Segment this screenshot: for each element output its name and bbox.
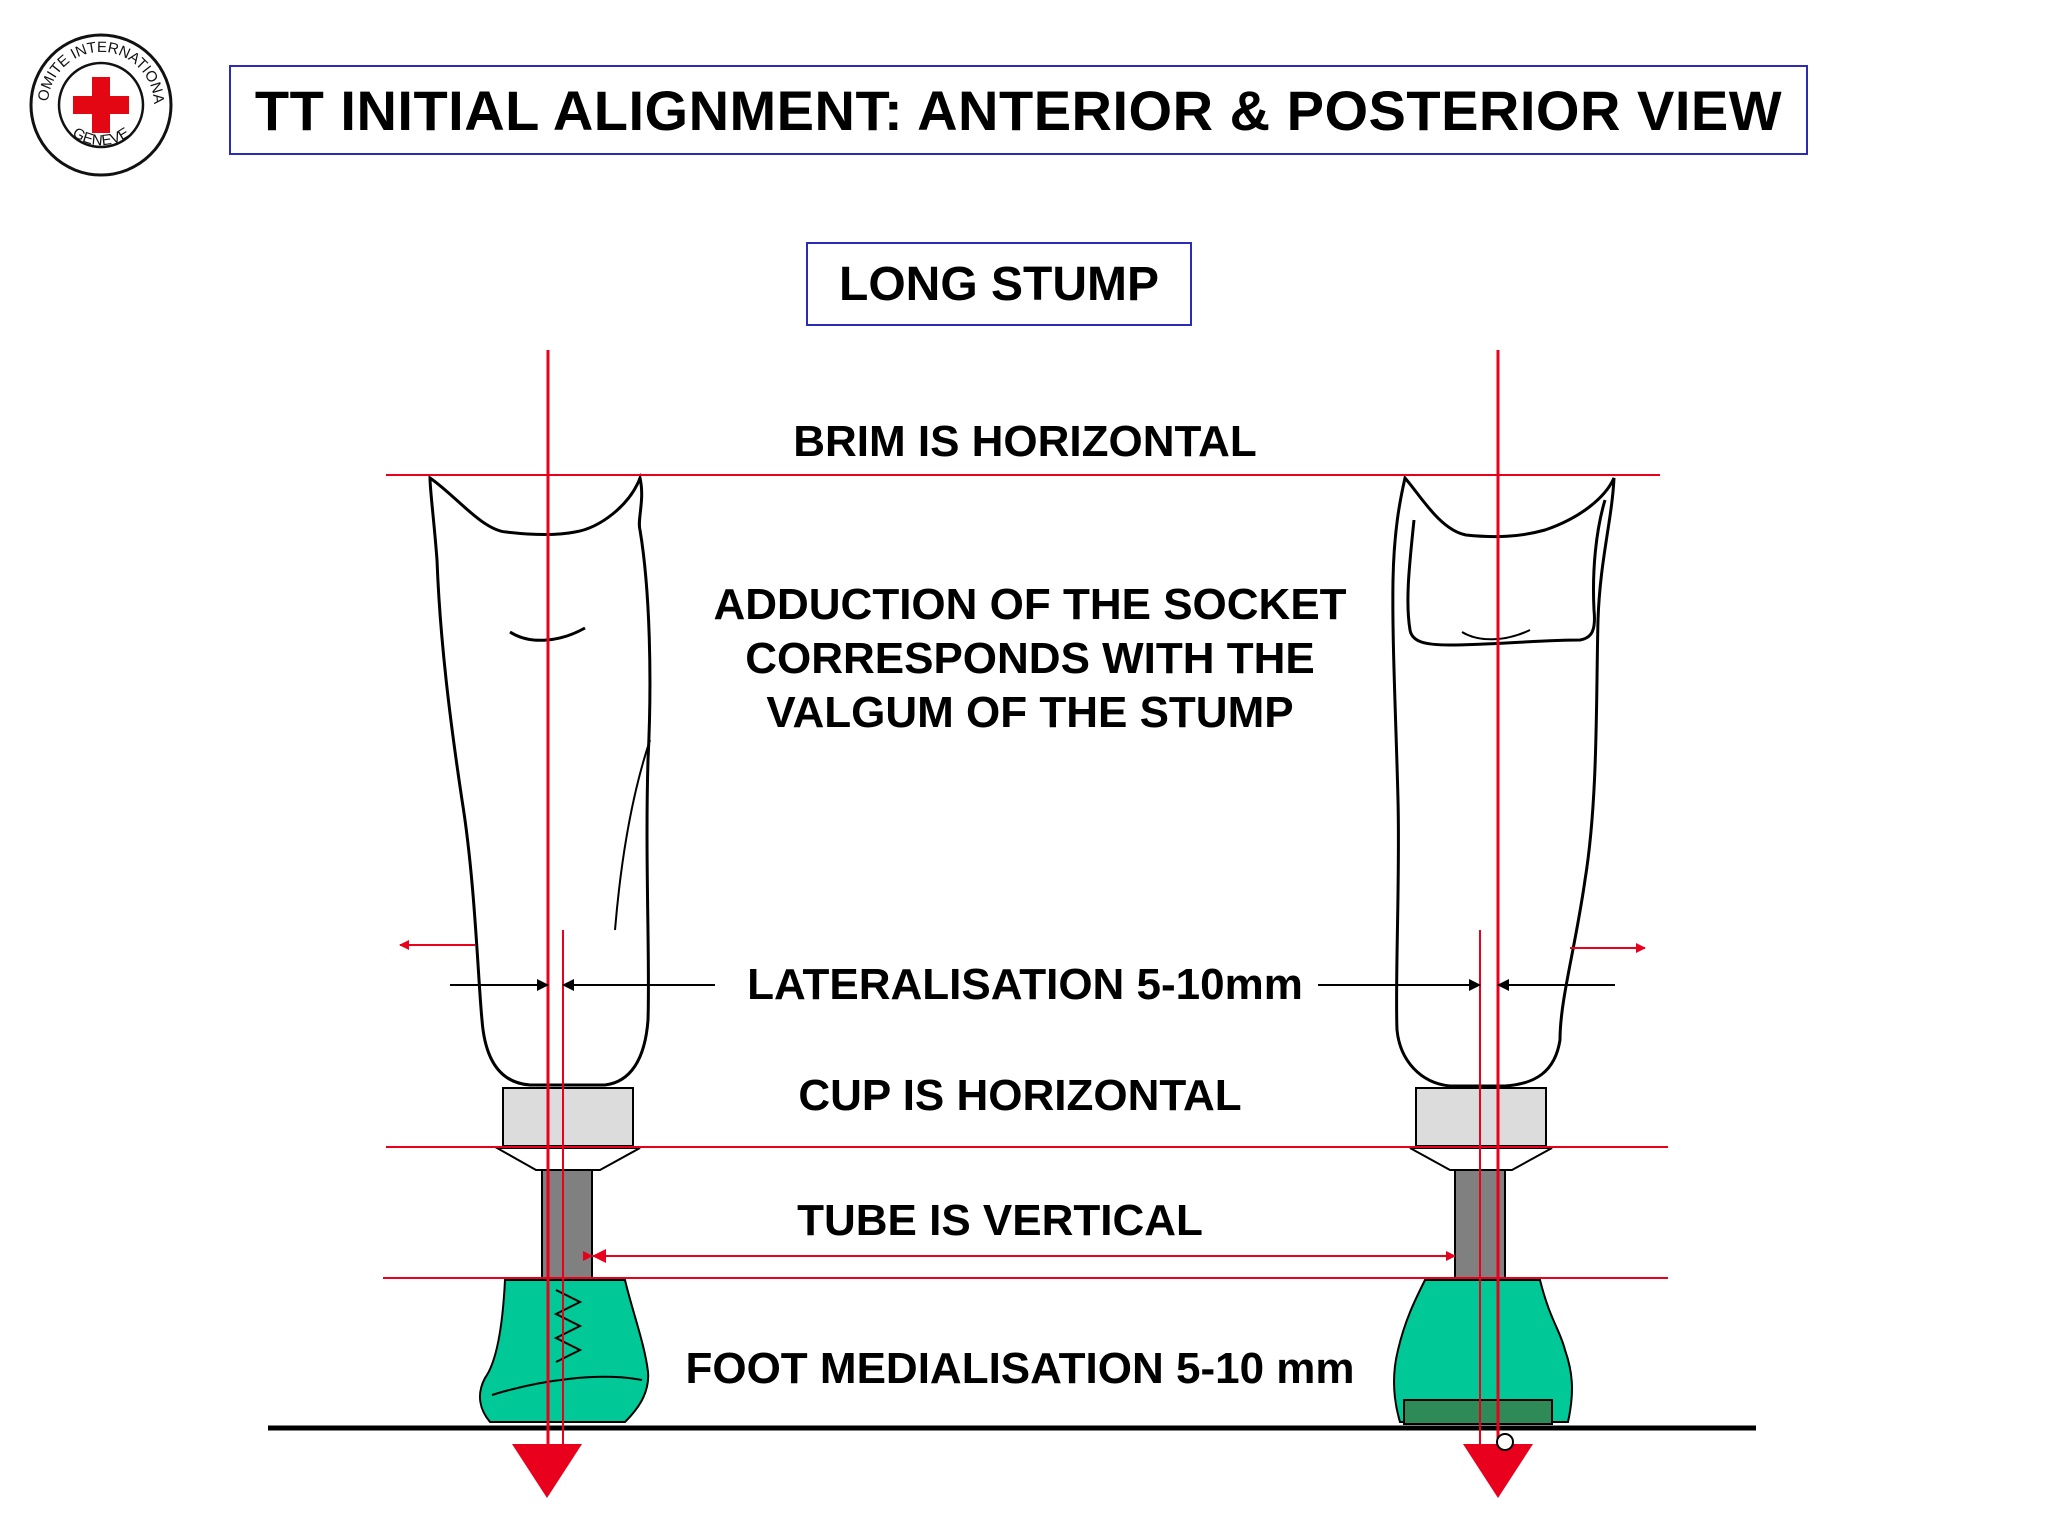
- right-foot-heel: [1403, 1399, 1553, 1425]
- left-load-arrow: [512, 1444, 582, 1498]
- left-cup: [502, 1087, 634, 1147]
- left-socket: [428, 472, 652, 1087]
- right-foot: [1393, 1279, 1573, 1423]
- right-socket-inner-rim: [1406, 499, 1607, 647]
- right-socket-inner-curve: [1461, 629, 1531, 641]
- left-shoe-line: [491, 1375, 643, 1396]
- red-cross-icon: [73, 77, 129, 133]
- icrc-logo: COMITE INTERNATIONAL GENEVE: [26, 30, 173, 177]
- title-box: TT INITIAL ALIGNMENT: ANTERIOR & POSTERI…: [229, 65, 1808, 155]
- left-prosthesis: [428, 472, 652, 1423]
- left-foot: [478, 1279, 650, 1423]
- right-plumb-marker: [1496, 1433, 1514, 1451]
- adduction-line-2: CORRESPONDS WITH THE: [745, 634, 1315, 683]
- subtitle-box: LONG STUMP: [806, 242, 1192, 326]
- tube-arrow-left-head: [592, 1249, 606, 1263]
- left-shoe-laces: [553, 1289, 583, 1363]
- left-socket-seam: [614, 739, 651, 931]
- brim-label: BRIM IS HORIZONTAL: [793, 417, 1257, 466]
- subtitle: LONG STUMP: [839, 257, 1159, 311]
- adduction-label: ADDUCTION OF THE SOCKET CORRESPONDS WITH…: [680, 578, 1380, 740]
- cup-label: CUP IS HORIZONTAL: [798, 1071, 1242, 1120]
- lateralisation-label: LATERALISATION 5-10mm: [747, 960, 1303, 1009]
- page-title: TT INITIAL ALIGNMENT: ANTERIOR & POSTERI…: [254, 78, 1783, 142]
- adduction-line-3: VALGUM OF THE STUMP: [766, 688, 1294, 737]
- right-prosthesis: [1391, 474, 1616, 1425]
- left-socket-inner-curve: [509, 626, 586, 642]
- left-cup-adapter: [493, 1147, 641, 1171]
- right-socket: [1391, 474, 1616, 1088]
- tube-label: TUBE IS VERTICAL: [797, 1196, 1203, 1245]
- right-load-arrow: [1463, 1444, 1533, 1498]
- adduction-line-1: ADDUCTION OF THE SOCKET: [713, 580, 1347, 629]
- foot-medialisation-label: FOOT MEDIALISATION 5-10 mm: [685, 1344, 1355, 1393]
